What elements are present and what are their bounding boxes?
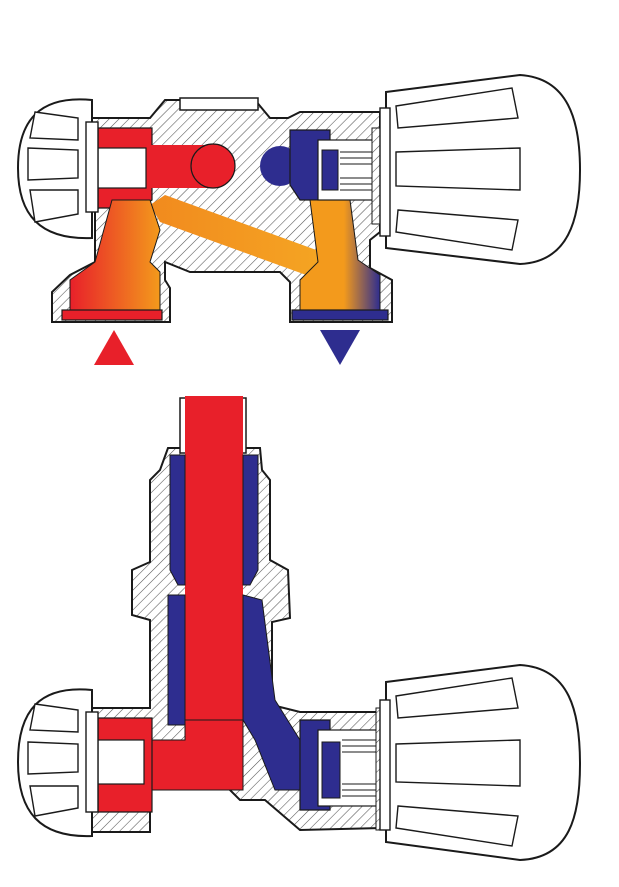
top-hot-bore: [190, 143, 236, 189]
top-cold-base: [291, 309, 389, 321]
top-right-knob: [379, 73, 582, 266]
top-mixed-bypass: [150, 195, 330, 280]
top-crown: [179, 97, 259, 111]
top-left-knob: [16, 98, 99, 240]
top-spring-mechanism: [317, 127, 381, 225]
top-view: [16, 73, 582, 365]
outlet-flow-arrow-down: [320, 330, 360, 365]
top-hot-spindle: [97, 147, 147, 189]
bottom-view: [16, 396, 582, 862]
bottom-hot-spindle: [97, 739, 145, 785]
bottom-cold-sleeve-upper: [169, 454, 186, 586]
bottom-cold-sleeve-upper-right: [242, 454, 259, 586]
top-hot-base: [61, 309, 163, 321]
bottom-hot-pipe: [185, 396, 243, 726]
inlet-flow-arrow-up: [94, 330, 134, 365]
bottom-left-knob: [16, 688, 99, 838]
top-hot-leg: [69, 199, 161, 311]
bottom-right-knob: [379, 663, 582, 862]
bottom-cold-sleeve-lower: [167, 594, 186, 726]
